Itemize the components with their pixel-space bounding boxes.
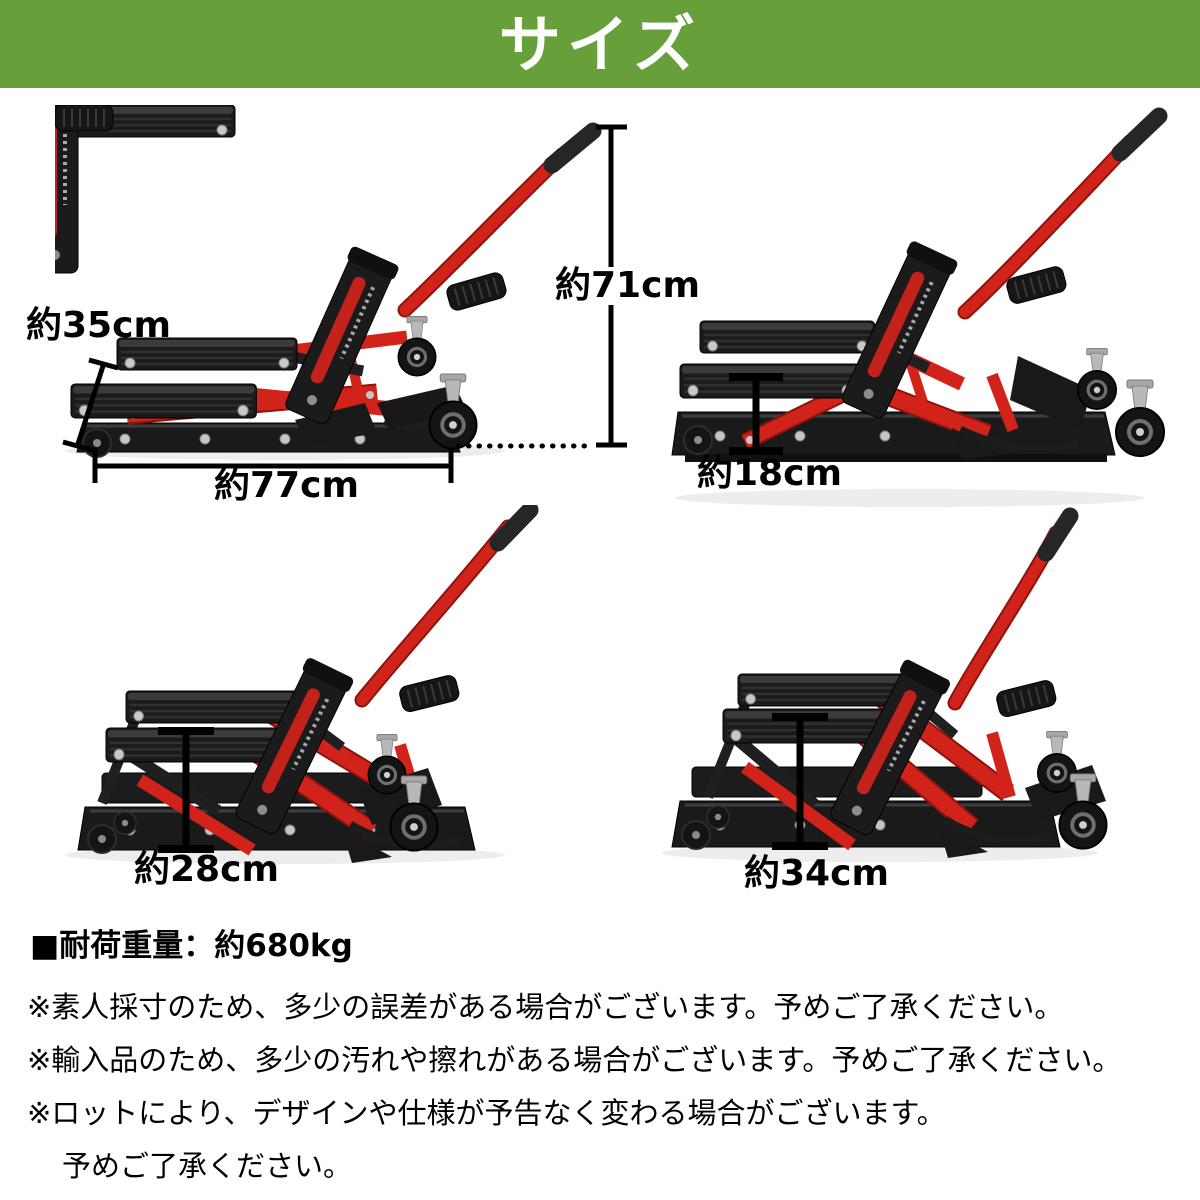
foot-release-lever — [957, 425, 1079, 453]
dimension-label-mid-height: 約28cm — [134, 849, 279, 890]
release-lever-wedge — [938, 825, 988, 858]
foot-release-lever — [942, 816, 1054, 845]
caster-wheels — [377, 314, 479, 451]
load-capacity-text: ■耐荷重量：約680kg — [30, 928, 353, 964]
ground-shadow — [675, 489, 1145, 507]
product-photo-max-height — [662, 507, 1109, 862]
pump-handle — [957, 107, 1168, 320]
dimension-label-overall-length: 約77cm — [214, 465, 359, 506]
pump-handle — [947, 507, 1079, 711]
note-import-disclaimer: ※輸入品のため、多少の汚れや擦れがある場合がございます。予めご了承ください。 — [27, 1043, 1122, 1077]
handle-grip — [1111, 107, 1168, 162]
handle-grip — [543, 122, 602, 174]
release-lever-wedge — [342, 830, 392, 863]
dimension-label-max-height: 約34cm — [744, 853, 889, 894]
pump-handle — [397, 122, 602, 318]
dimension-label-overall-height: 約35cm — [26, 305, 171, 346]
release-lever-wedge — [295, 403, 377, 445]
handle-grip — [1037, 507, 1079, 562]
product-photo-mid-height — [65, 505, 539, 864]
caster-wheels — [358, 732, 442, 853]
product-photo-lowered — [55, 105, 602, 460]
page-title: サイズ — [498, 8, 702, 81]
handle-grip — [489, 505, 539, 552]
pump-handle — [354, 505, 539, 708]
dimension-label-handle-height: 約71cm — [552, 267, 703, 305]
foot-pedal-pad — [55, 105, 114, 132]
caster-wheels — [1025, 729, 1109, 851]
note-measurement-disclaimer: ※素人採寸のため、多少の誤差がある場合がございます。予めご了承ください。 — [27, 990, 1064, 1024]
release-lever-wedge — [952, 428, 1004, 460]
dimension-label-min-height: 約18cm — [697, 453, 842, 494]
header-bar: サイズ — [0, 0, 1200, 88]
product-photo-min-height — [671, 107, 1168, 507]
note-design-change-disclaimer-cont: 予めご了承ください。 — [62, 1149, 353, 1183]
caster-wheels — [1010, 346, 1166, 458]
ground-shadow — [662, 844, 1098, 862]
note-design-change-disclaimer: ※ロットにより、デザインや仕様が予告なく変わる場合がございます。 — [27, 1096, 946, 1130]
